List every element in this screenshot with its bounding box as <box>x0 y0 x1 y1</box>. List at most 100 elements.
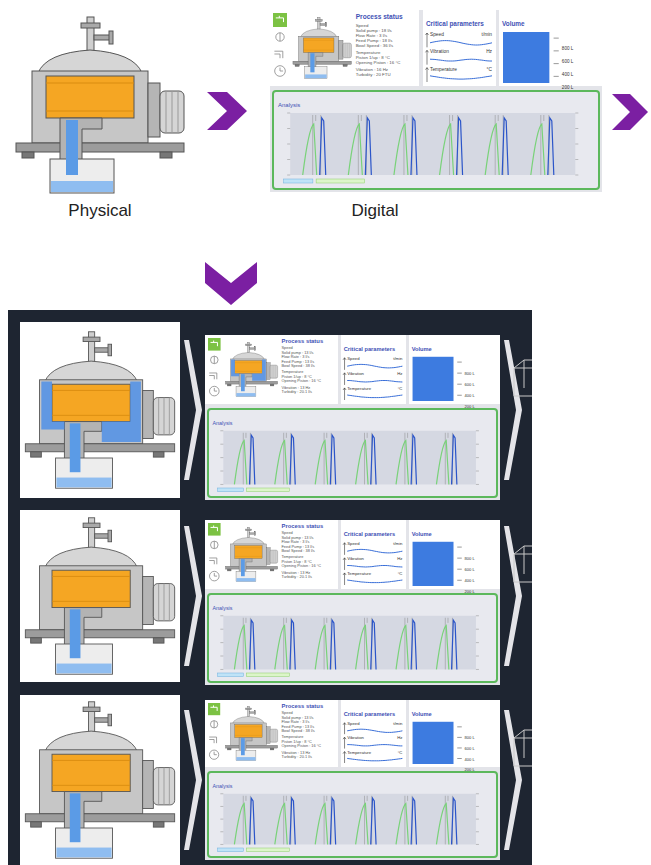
process-status-panel: Process statusSpeedSolid pump : 13 l/sFl… <box>205 335 338 404</box>
scale-tick <box>554 76 559 77</box>
blue-trace <box>249 798 254 844</box>
graphic <box>20 510 180 682</box>
status-value: Bowl Speed : 38 l/s <box>281 363 314 368</box>
axis-arrow <box>343 388 346 400</box>
critical-parameters-panel: Critical parametersSpeedt/minVibrationHz… <box>341 700 406 767</box>
graphic <box>184 526 202 666</box>
parameter-row: VibrationHz <box>347 372 402 377</box>
panel-caption: Digital <box>290 201 460 221</box>
blue-trace <box>330 620 335 669</box>
graphic <box>476 444 479 445</box>
green-trace <box>485 124 499 175</box>
analysis-chart <box>274 92 598 188</box>
graphic <box>214 573 217 576</box>
parameter-name: Vibration <box>430 49 449 54</box>
graphic <box>220 642 223 643</box>
status-value: Vibration : 16 Hz <box>356 67 388 72</box>
status-value: Vibration : 13 Hz <box>281 570 310 575</box>
series-pill <box>218 488 244 492</box>
volume-gauge <box>409 335 500 404</box>
graphic <box>476 793 479 794</box>
axis-arrow <box>343 358 346 370</box>
status-value: Flow Rate : 3 l/s <box>281 539 309 544</box>
plot-area <box>223 431 476 485</box>
scale-label: 800 L <box>465 545 475 564</box>
status-value: Feed Pump : 18 l/s <box>356 38 393 43</box>
green-trace <box>275 441 287 485</box>
blue-trace <box>411 118 417 175</box>
graphic <box>575 144 578 145</box>
graphic <box>504 526 522 666</box>
blue-trace <box>452 435 457 484</box>
green-trace <box>275 804 287 845</box>
scale-label: 400 L <box>465 757 475 762</box>
scale-label: 600 L <box>465 567 475 572</box>
scale-tick <box>457 395 462 396</box>
scale-tick <box>554 50 559 51</box>
blue-trace <box>548 118 554 175</box>
status-value: Opening Piston : 16 °C <box>356 60 401 65</box>
volume-panel: Volume800 L600 L400 L200 L <box>409 335 500 404</box>
volume-panel: Volume800 L600 L400 L200 L <box>499 10 602 86</box>
panel-heading: Analysis <box>213 420 233 426</box>
graphic <box>20 695 180 865</box>
analysis-chart <box>209 773 496 856</box>
status-line: Temperature <box>356 50 403 55</box>
scale-tick <box>457 747 462 748</box>
graphic <box>214 752 217 755</box>
volume-gauge <box>409 520 500 589</box>
panel-heading: Process status <box>281 703 323 709</box>
graphic <box>220 656 223 657</box>
volume-panel: Volume800 L600 L400 L200 L <box>409 700 500 767</box>
panel-heading: Volume <box>502 12 525 30</box>
centrifuge-thumbnail <box>225 342 277 397</box>
graphic <box>220 831 223 832</box>
graphic <box>214 388 217 391</box>
parameter-row: Temperature°C <box>347 387 402 392</box>
graphic <box>514 730 532 766</box>
panel-heading: Analysis <box>213 411 233 429</box>
status-line: Turbidity : 20.1 l/s <box>281 575 323 579</box>
parameter-name: Speed <box>347 722 359 727</box>
graphic <box>514 546 532 582</box>
centrifuge-thumbnail <box>293 17 351 78</box>
green-trace <box>396 804 408 845</box>
twin-panel <box>8 310 532 865</box>
volume-gauge <box>409 700 500 767</box>
analysis-panel: Analysis <box>207 771 498 858</box>
series-pill <box>218 673 244 677</box>
status-line: Feed Pump : 18 l/s <box>356 38 403 43</box>
parameter-charts <box>341 335 406 404</box>
green-trace <box>436 804 448 845</box>
status-line: Bowl Speed : 36 l/s <box>356 43 403 48</box>
clock-icon <box>209 750 218 759</box>
graphic <box>20 322 180 498</box>
status-value: Bowl Speed : 38 l/s <box>281 548 314 553</box>
status-value: Feed Pump : 13 l/s <box>281 724 314 729</box>
green-trace <box>234 441 246 485</box>
green-trace <box>440 124 454 175</box>
parameter-unit: t/min <box>393 722 402 727</box>
status-value: Piston 1/up : 8 °C <box>281 739 311 744</box>
status-value: Turbidity : 20.1 l/s <box>281 574 312 579</box>
status-value: Turbidity : 20 FTU <box>356 72 391 77</box>
parameter-row: Speedt/min <box>347 357 402 362</box>
parameter-name: Temperature <box>430 67 457 72</box>
parameter-row: Temperature°C <box>347 751 402 756</box>
volume-bar <box>413 722 454 764</box>
status-value: Speed <box>356 23 369 28</box>
blue-trace <box>411 620 416 669</box>
graphic <box>575 113 578 114</box>
scale-label: 800 L <box>465 360 475 379</box>
graphic <box>575 159 578 160</box>
parameter-name: Temperature <box>347 751 371 756</box>
status-line: Bowl Speed : 38 l/s <box>281 729 323 733</box>
scale-label: 600 L <box>465 382 475 387</box>
series-pill <box>316 179 365 183</box>
scale-label: 600 L <box>465 746 475 751</box>
blue-trace <box>249 435 254 484</box>
green-trace <box>234 626 246 670</box>
green-trace <box>234 804 246 845</box>
parameter-unit: t/min <box>393 357 402 362</box>
blue-trace <box>457 118 463 175</box>
